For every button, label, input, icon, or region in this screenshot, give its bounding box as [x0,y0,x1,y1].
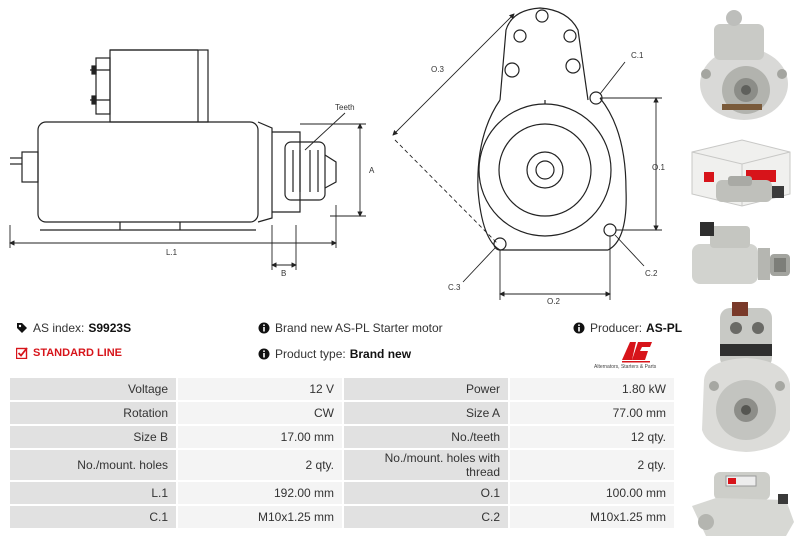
dim-o2-label: O.2 [547,297,560,306]
front-dimensions [392,13,662,300]
spec-key: Size A [342,400,510,426]
spec-value: 17.00 mm [176,424,344,450]
spec-key: No./mount. holes with thread [342,448,510,482]
as-pl-logo-mark: Alternators, Starters & Parts [594,342,657,370]
as-pl-logo: Alternators, Starters & Parts [592,340,678,370]
producer-row: Producer: AS-PL [573,321,682,335]
info-icon [258,348,270,360]
spec-value: CW [176,400,344,426]
producer-value: AS-PL [646,321,683,335]
spec-key: No./teeth [342,424,510,450]
dim-o1-label: O.1 [652,163,665,172]
spec-value: M10x1.25 mm [508,504,676,530]
producer-label: Producer: [590,321,643,335]
product-photo-label[interactable] [686,466,798,540]
spec-key: Power [342,376,510,402]
product-photo-rear[interactable] [686,300,798,460]
spec-value: 12 qty. [508,424,676,450]
spec-value: 2 qty. [176,448,344,482]
spec-value: M10x1.25 mm [176,504,344,530]
spec-value: 12 V [176,376,344,402]
spec-value: 192.00 mm [176,480,344,506]
as-index-row: AS index: S9923S [16,321,131,335]
side-dimensions [9,112,366,270]
spec-key: No./mount. holes [8,448,178,482]
product-photo-box[interactable] [686,132,798,208]
dim-b-label: B [281,269,286,278]
dim-c3-label: C.3 [448,283,461,292]
spec-value: 1.80 kW [508,376,676,402]
product-type-value: Brand new [349,347,412,361]
product-photo-side[interactable] [686,214,798,294]
as-index-label: AS index: [33,321,85,335]
tag-icon [17,323,27,333]
spec-value: 77.00 mm [508,400,676,426]
logo-tagline: Alternators, Starters & Parts [594,364,657,370]
as-index-value: S9923S [88,321,132,335]
dim-o3-label: O.3 [431,65,444,74]
product-photo-front[interactable] [686,4,798,124]
product-type-label: Product type: [275,347,346,361]
spec-value: 100.00 mm [508,480,676,506]
technical-drawing: Teeth A B L.1 O.3 O.1 O.2 C.1 C.2 [0,0,680,310]
description-row: Brand new AS-PL Starter motor [258,321,443,335]
spec-key: C.1 [8,504,178,530]
product-thumbnails [680,0,800,544]
spec-key: O.1 [342,480,510,506]
product-description: Brand new AS-PL Starter motor [275,321,443,335]
spec-key: Voltage [8,376,178,402]
front-view [477,7,627,251]
spec-key: C.2 [342,504,510,530]
side-view [10,49,337,231]
standard-line-badge: STANDARD LINE [33,347,123,359]
product-type-row: Product type: Brand new [258,347,411,361]
checkbox-checked-icon [16,347,28,359]
spec-key: Size B [8,424,178,450]
dim-a-label: A [369,166,375,175]
info-icon [573,322,585,334]
spec-key: L.1 [8,480,178,506]
spec-key: Rotation [8,400,178,426]
dim-l1-label: L.1 [166,248,178,257]
standard-line-row: STANDARD LINE [16,347,122,359]
dim-c2-label: C.2 [645,269,658,278]
spec-value: 2 qty. [508,448,676,482]
teeth-label: Teeth [335,103,355,112]
starter-dimension-drawing: Teeth A B L.1 O.3 O.1 O.2 C.1 C.2 [9,7,665,306]
dim-c1-label: C.1 [631,51,644,60]
info-icon [258,322,270,334]
